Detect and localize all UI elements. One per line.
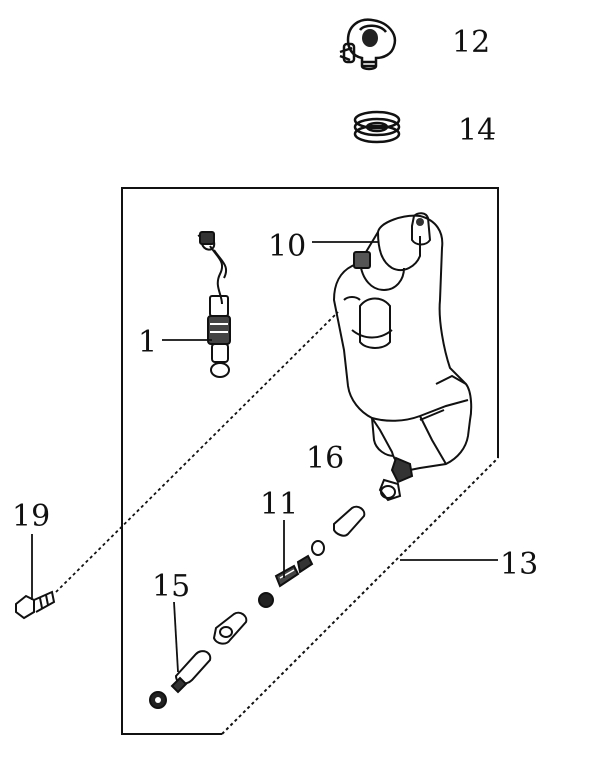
dashed-assembly-link xyxy=(55,311,339,593)
callout-1: 1 xyxy=(138,325,157,360)
callout-15: 15 xyxy=(152,569,190,604)
bolt-icon xyxy=(15,590,56,620)
callout-14: 14 xyxy=(458,113,496,148)
callout-16: 16 xyxy=(306,441,344,476)
pump-icon xyxy=(149,611,248,709)
reservoir-icon xyxy=(332,212,473,472)
callout-11: 11 xyxy=(260,487,298,522)
seal-ring-icon xyxy=(353,110,401,144)
cap-icon xyxy=(339,18,397,71)
callout-12: 12 xyxy=(452,25,490,60)
level-sensor-icon xyxy=(197,231,231,378)
hose-icon xyxy=(258,505,366,608)
callout-13: 13 xyxy=(500,547,538,582)
leader-lines xyxy=(31,241,498,673)
callout-19: 19 xyxy=(12,499,50,534)
assembly-frame-icon xyxy=(121,187,499,735)
outlet-icon xyxy=(378,456,414,502)
leader-15 xyxy=(173,601,179,673)
callout-10: 10 xyxy=(268,229,306,264)
callout-labels: 12 14 10 1 16 11 13 15 19 xyxy=(12,25,538,604)
